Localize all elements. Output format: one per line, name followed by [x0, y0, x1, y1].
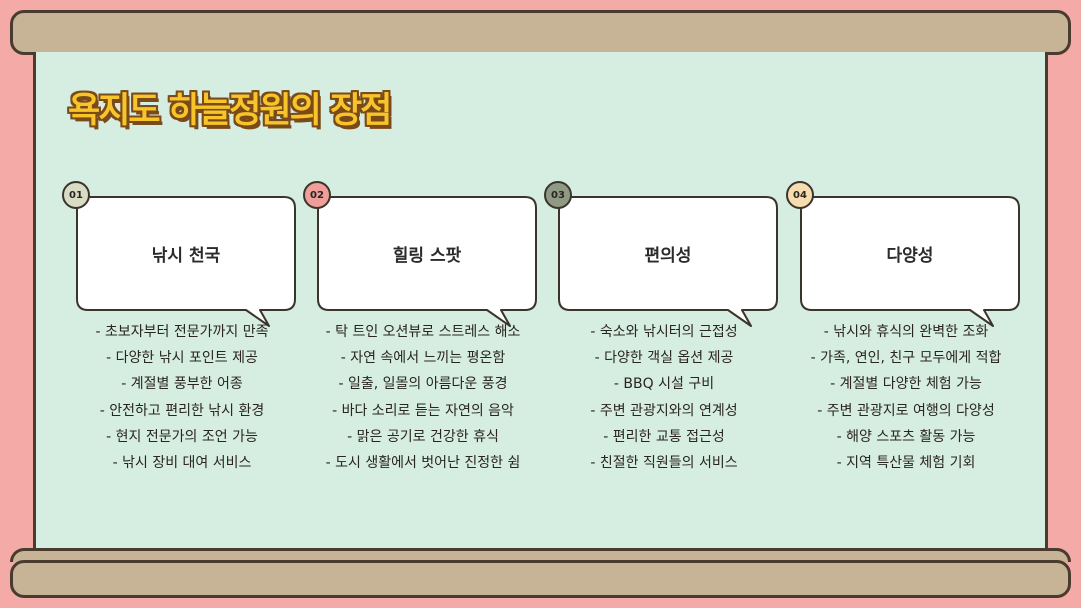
scroll-bottom-lip: [10, 548, 1071, 562]
number-badge: 02: [303, 181, 331, 209]
card-heading: 힐링 스팟: [392, 245, 462, 266]
number-badge: 03: [544, 181, 572, 209]
list-item: - 해양 스포츠 활동 가능: [836, 428, 976, 445]
benefit-list: - 초보자부터 전문가까지 만족 - 다양한 낚시 포인트 제공 - 계절별 풍부한…: [62, 319, 302, 476]
speech-bubble: 다양성: [800, 196, 1020, 327]
list-item: - 자연 속에서 느끼는 평온함: [340, 350, 506, 367]
list-item: - 일출, 일몰의 아름다운 풍경: [338, 376, 508, 393]
benefit-list: - 낚시와 휴식의 완벽한 조화 - 가족, 연인, 친구 모두에게 적합 - 계절…: [786, 319, 1026, 476]
list-item: - 현지 전문가의 조언 가능: [106, 428, 258, 445]
list-item: - BBQ 시설 구비: [613, 376, 715, 393]
list-item: - 다양한 낚시 포인트 제공: [106, 350, 258, 367]
list-item: - 숙소와 낚시터의 근접성: [590, 324, 738, 340]
feature-card: 낚시 천국 01 - 초보자부터 전문가까지 만족 - 다양한 낚시 포인트 제공…: [62, 181, 302, 541]
list-item: - 계절별 풍부한 어종: [121, 376, 243, 393]
speech-bubble: 힐링 스팟: [317, 196, 537, 327]
list-item: - 다양한 객실 옵션 제공: [594, 350, 734, 367]
list-item: - 계절별 다양한 체험 가능: [830, 376, 982, 393]
card-heading: 낚시 천국: [151, 245, 221, 266]
list-item: - 주변 관광지와의 연계성: [590, 402, 738, 419]
number-badge: 01: [62, 181, 90, 209]
speech-bubble: 편의성: [558, 196, 778, 327]
list-item: - 탁 트인 오션뷰로 스트레스 해소: [325, 324, 521, 340]
number-badge: 04: [786, 181, 814, 209]
list-item: - 낚시와 휴식의 완벽한 조화: [823, 324, 989, 340]
list-item: - 친절한 직원들의 서비스: [590, 455, 738, 472]
scroll-bottom-roll: [10, 560, 1071, 598]
list-item: - 지역 특산물 체험 기회: [836, 455, 976, 472]
card-heading: 편의성: [644, 245, 692, 266]
list-item: - 안전하고 편리한 낚시 환경: [99, 402, 265, 419]
list-item: - 바다 소리로 듣는 자연의 음악: [332, 402, 514, 419]
feature-card: 힐링 스팟 02 - 탁 트인 오션뷰로 스트레스 해소 - 자연 속에서 느끼는…: [303, 181, 543, 541]
card-heading: 다양성: [886, 245, 934, 266]
list-item: - 초보자부터 전문가까지 만족: [95, 324, 269, 340]
list-item: - 낚시 장비 대여 서비스: [112, 455, 252, 472]
feature-card: 다양성 04 - 낚시와 휴식의 완벽한 조화 - 가족, 연인, 친구 모두에게…: [786, 181, 1026, 541]
list-item: - 편리한 교통 접근성: [603, 428, 725, 445]
speech-bubble: 낚시 천국: [76, 196, 296, 327]
benefit-list: - 숙소와 낚시터의 근접성 - 다양한 객실 옵션 제공 - BBQ 시설 구비 -…: [544, 319, 784, 476]
list-item: - 맑은 공기로 건강한 휴식: [347, 428, 499, 445]
list-item: - 주변 관광지로 여행의 다양성: [817, 402, 995, 419]
list-item: - 가족, 연인, 친구 모두에게 적합: [810, 350, 1002, 367]
list-item: - 도시 생활에서 벗어난 진정한 쉼: [325, 455, 521, 472]
benefit-list: - 탁 트인 오션뷰로 스트레스 해소 - 자연 속에서 느끼는 평온함 - 일출,…: [303, 319, 543, 476]
feature-card: 편의성 03 - 숙소와 낚시터의 근접성 - 다양한 객실 옵션 제공 - BBQ…: [544, 181, 784, 541]
scroll-top-roll: [10, 10, 1071, 55]
page-title: 욕지도 하늘정원의 장점: [68, 91, 392, 131]
